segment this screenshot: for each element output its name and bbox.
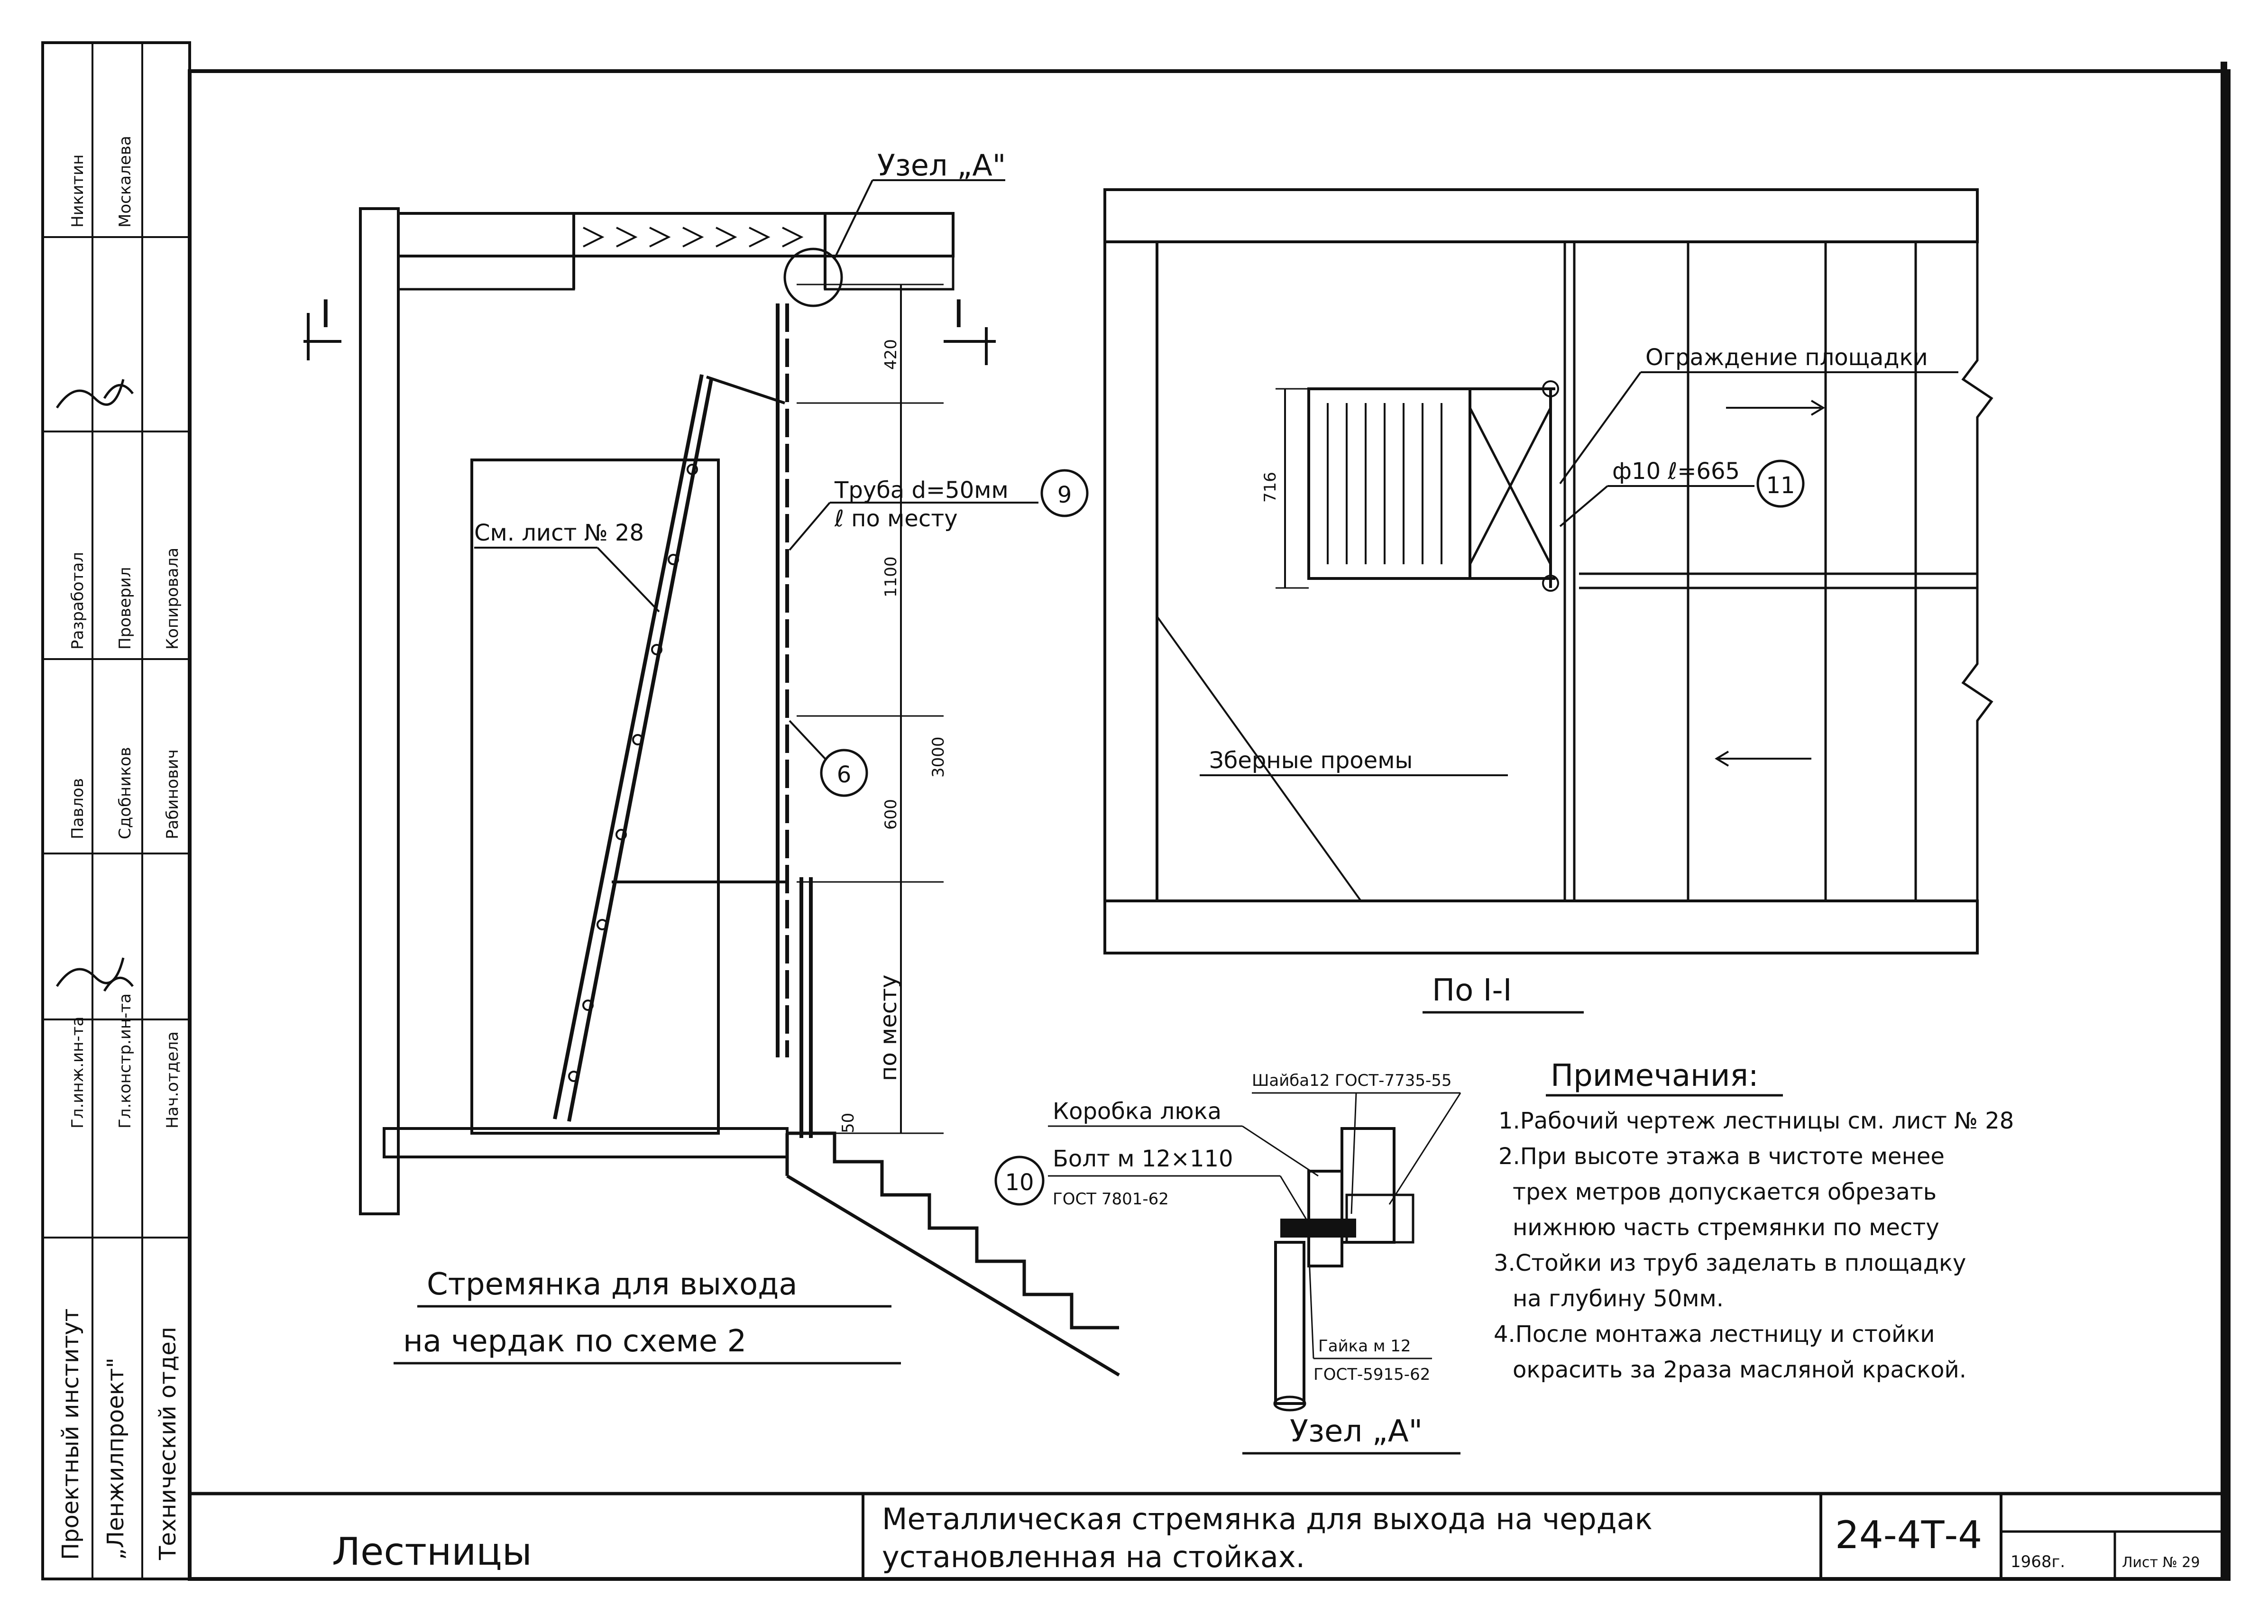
plan-view: 716 Ограждение площадки ф10 ℓ=665 11 Збе… [1103, 188, 1993, 1014]
pipe-label: Труба d=50мм [834, 477, 1009, 504]
year: 1968г. [2011, 1552, 2065, 1571]
pos-10: 10 [1005, 1169, 1034, 1196]
plan-caption: По I-I [1432, 973, 1512, 1008]
sheet-number: Лист № 29 [2122, 1554, 2200, 1571]
railing-label: Ограждение площадки [1645, 344, 1928, 371]
notes-title: Примечания: [1551, 1058, 1759, 1093]
description-2: установленная на стойках. [882, 1540, 1305, 1574]
dim-by-site: по месту [875, 974, 902, 1081]
stamp-department: Технический отдел [155, 1327, 181, 1560]
stamp-name2-2: Москалева [116, 136, 135, 228]
pos-10-marker [994, 1156, 1045, 1206]
dim-420: 420 [881, 339, 900, 370]
dim-716: 716 [1261, 472, 1280, 503]
nut-label-2: ГОСТ-5915-62 [1313, 1365, 1430, 1384]
section-mark-right: I [953, 292, 964, 336]
section-view: Узел „А" I I См. лист № 28 [303, 148, 1120, 1377]
plan-stair [1307, 387, 1471, 580]
washer-label: Шайба12 ГОСТ-7735-55 [1252, 1071, 1452, 1090]
pos-11: 11 [1766, 472, 1795, 499]
ladder-ref-label: См. лист № 28 [474, 520, 644, 546]
note-line-5: 3.Стойки из труб заделать в площадку [1494, 1250, 1966, 1276]
ceiling-slab-left [397, 212, 575, 257]
pos-6-marker [820, 749, 868, 797]
description-1: Металлическая стремянка для выхода на че… [882, 1502, 1653, 1536]
stamp-name2-1: Никитин [68, 155, 87, 228]
section-caption-1: Стремянка для выхода [427, 1267, 798, 1302]
dim-600: 600 [881, 799, 900, 830]
node-a-marker [783, 248, 843, 307]
stamp-name-3: Рабинович [163, 749, 182, 839]
stamp-role-3: Нач.отдела [163, 1031, 182, 1129]
drawing-code: 24-4Т-4 [1835, 1513, 1982, 1557]
hatch-box-label: Коробка люка [1053, 1098, 1221, 1125]
note-line-3: трех метров допускается обрезать [1513, 1179, 1937, 1205]
plan-wall-left [1103, 240, 1158, 902]
door-opening [470, 459, 720, 1135]
note-line-7: 4.После монтажа лестницу и стойки [1494, 1321, 1935, 1348]
note-line-2: 2.При высоте этажа в чистоте менее [1498, 1143, 1945, 1170]
stamp-institute-1: Проектный институт [57, 1308, 84, 1560]
section-mark-left: I [320, 292, 331, 336]
signature-scribble [55, 379, 134, 409]
note-line-1: 1.Рабочий чертеж лестницы см. лист № 28 [1498, 1108, 2014, 1134]
nut-label-1: Гайка м 12 [1318, 1337, 1411, 1356]
node-a-label: Узел „А" [877, 148, 1006, 183]
node-pipe [1274, 1241, 1305, 1405]
section-name: Лестницы [332, 1530, 532, 1574]
node-detail: Шайба12 ГОСТ-7735-55 Коробка люка 10 Бол… [994, 1071, 1461, 1455]
plan-wall-bottom [1103, 899, 1979, 954]
hatch-cover [572, 212, 826, 257]
dim-3000: 3000 [929, 736, 948, 778]
node-caption: Узел „А" [1290, 1414, 1423, 1449]
section-caption-2: на чердак по схеме 2 [403, 1324, 746, 1359]
note-line-8: окрасить за 2раза масляной краской. [1513, 1357, 1966, 1383]
title-block: Лестницы Металлическая стремянка для вых… [190, 1492, 2229, 1579]
bolt [1280, 1219, 1356, 1238]
pos-11-marker [1756, 459, 1805, 508]
plan-wall-top [1103, 188, 1979, 243]
stamp-name-2: Сдобников [116, 747, 135, 839]
stamp-role-1: Гл.инж.ин-та [68, 1017, 87, 1129]
dim-50: 50 [839, 1113, 858, 1133]
ceiling-slab-right [824, 212, 955, 257]
stamp-role2-3: Копировала [163, 548, 182, 650]
signature-scribble [55, 957, 134, 992]
openings-label: Зберные проемы [1209, 747, 1413, 774]
side-stamp: Гл.инж.ин-та Гл.констр.ин-та Нач.отдела … [41, 41, 191, 1580]
stamp-role2-1: Разработал [68, 552, 87, 650]
stamp-role-2: Гл.констр.ин-та [116, 993, 135, 1129]
pos-9: 9 [1057, 482, 1072, 508]
pipe-length-label: ℓ по месту [834, 505, 958, 532]
stamp-name-1: Павлов [68, 778, 87, 839]
bolt-label-1: Болт м 12×110 [1053, 1146, 1233, 1172]
ladder-rail-a [553, 374, 704, 1119]
pos-6: 6 [837, 762, 852, 788]
rod-label: ф10 ℓ=665 [1612, 458, 1740, 485]
pos-9-marker [1040, 469, 1089, 517]
stairs [787, 1131, 1119, 1330]
ladder-rail-b [567, 379, 713, 1122]
notes: Примечания: 1.Рабочий чертеж лестницы см… [1494, 1058, 2014, 1383]
note-line-4: нижнюю часть стремянки по месту [1513, 1214, 1939, 1241]
wall-left [359, 207, 400, 1215]
note-line-6: на глубину 50мм. [1513, 1285, 1724, 1312]
bolt-label-2: ГОСТ 7801-62 [1053, 1190, 1169, 1209]
dim-1100: 1100 [881, 556, 900, 597]
stamp-institute-2: „Ленжилпроект" [102, 1358, 129, 1560]
stamp-role2-2: Проверил [116, 567, 135, 650]
